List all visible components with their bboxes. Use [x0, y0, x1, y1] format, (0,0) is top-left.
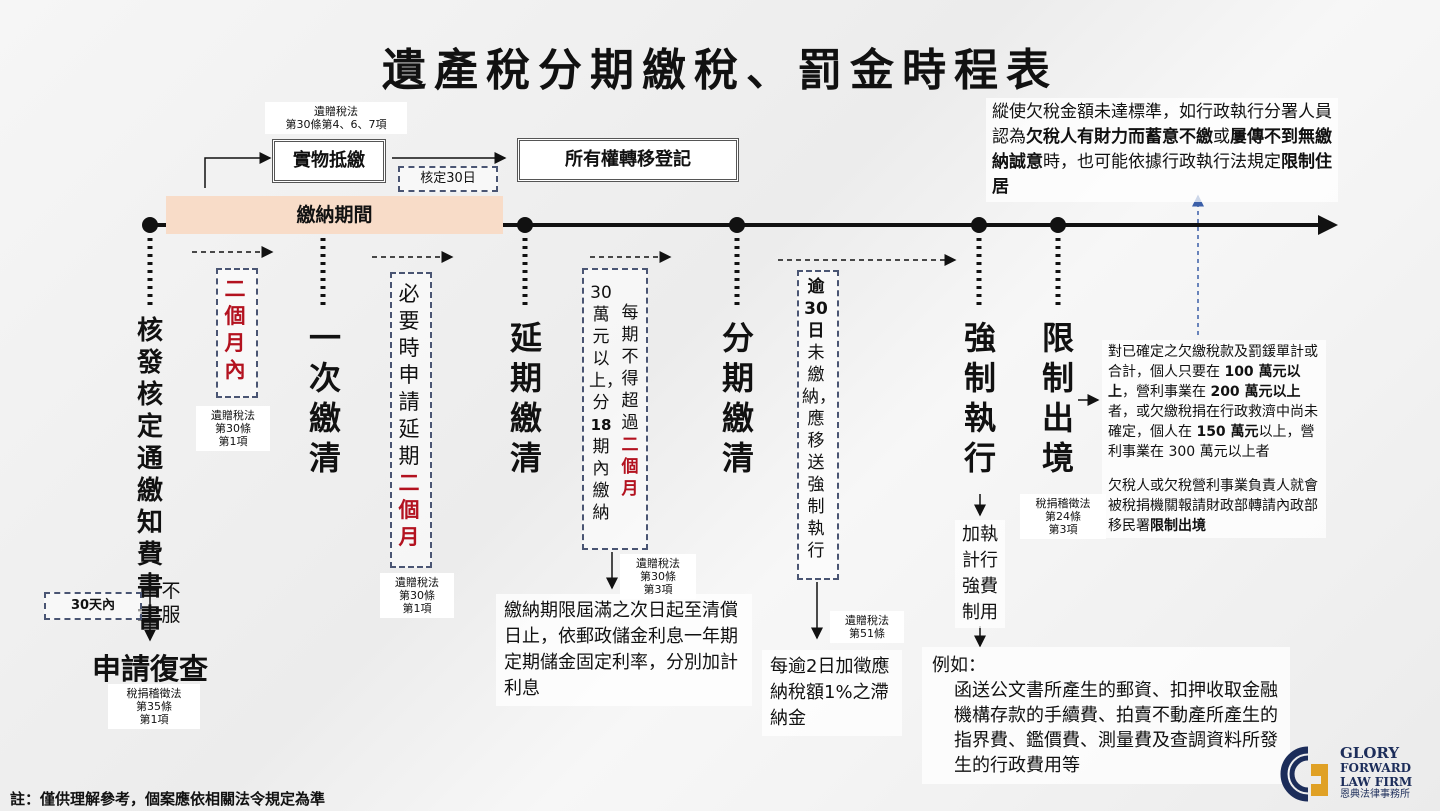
- notice-text: 核發核定通繳知費書書: [136, 316, 163, 634]
- travel-ban-label: 限制出境: [1041, 319, 1074, 477]
- ownership-transfer-box: 所有權轉移登記: [517, 138, 739, 182]
- travel-ban-note-p1: 對已確定之欠繳稅款及罰鍰單計或合計，個人只要在 100 萬元以上，營利事業在 2…: [1108, 344, 1318, 460]
- overdue-box: [797, 270, 839, 580]
- logo-mark-icon: [1280, 746, 1328, 802]
- apply-extension-box: [390, 272, 432, 568]
- firm-logo: GLORY FORWARD LAW FIRM 恩典法律事務所: [1278, 744, 1430, 804]
- overdue-law: 遺贈稅法 第51條: [830, 611, 904, 643]
- installment-rule-col1: 30萬元以上，分 18 期內繳納: [589, 283, 623, 523]
- residence-restriction-note: 縱使欠稅金額未達標準，如行政執行分署人員認為欠稅人有財力而蓄意不繳或屢傳不到無繳…: [986, 98, 1338, 202]
- payment-period-bar: 繳納期間: [166, 196, 503, 234]
- logo-text-3: LAW FIRM: [1340, 775, 1413, 789]
- appeal-law: 稅捐稽徵法 第35條 第1項: [108, 684, 200, 729]
- overdue-label: 逾30日 未繳納，應移送強制執行: [802, 277, 836, 561]
- interest-note: 繳納期限屆滿之次日起至清償日止，依郵政儲金利息一年期定期儲金固定利率，分別加計利…: [496, 594, 752, 706]
- logo-text-1: GLORY: [1340, 744, 1400, 762]
- in-kind-box: 實物抵繳: [272, 139, 386, 183]
- apply-extension-law: 遺贈稅法 第30條 第1項: [380, 573, 454, 618]
- in-kind-law: 遺贈稅法 第30條第4、6、7項: [265, 102, 407, 134]
- installment-rule-col2: 每期不得超過 二個月: [621, 303, 639, 499]
- enforcement-label: 強制執行: [963, 319, 996, 477]
- installment-rule-law: 遺贈稅法 第30條 第3項: [620, 554, 696, 599]
- notice-label: 核發核定通繳知費書書: [108, 315, 192, 635]
- dot-travel-ban: [1050, 217, 1066, 233]
- dot-notice: [142, 217, 158, 233]
- approve-30-days-box: 核定30日: [398, 166, 498, 192]
- within-two-months-law: 遺贈稅法 第30條 第1項: [196, 406, 270, 451]
- dot-deferred: [517, 217, 533, 233]
- timeline-arrowhead: [1318, 215, 1338, 235]
- in-kind-branch: [204, 152, 272, 188]
- dot-installment: [729, 217, 745, 233]
- late-fee-note: 每逾2日加徵應納稅額1%之滯納金: [762, 650, 902, 736]
- travel-ban-law: 稅捐稽徵法 第24條 第3項: [1020, 494, 1106, 539]
- within-two-months-label: 二個月內: [224, 277, 246, 382]
- one-time-payment-label: 一次繳清: [308, 319, 341, 477]
- travel-ban-note-p2: 欠稅人或欠稅營利事業負責人就會被稅捐機關報請財政部轉請內政部移民署限制出境: [1108, 478, 1318, 534]
- appeal-label: 申請復查: [91, 652, 208, 686]
- appeal-not-accept: 不服: [161, 580, 181, 626]
- dot-enforce: [971, 217, 987, 233]
- enforcement-fee-label: 加執計行強費制用: [955, 520, 1005, 628]
- deferred-payment-label: 延期繳清: [509, 319, 542, 477]
- logo-text-2: FORWARD: [1340, 761, 1412, 775]
- apply-extension-label: 必要時申請延期 二個月: [398, 282, 420, 549]
- footnote: 註：僅供理解參考，個案應依相關法令規定為準: [10, 790, 326, 808]
- page-title: 遺產稅分期繳稅、罰金時程表: [382, 45, 1058, 96]
- within-two-months-box: [216, 268, 258, 398]
- logo-text-cn: 恩典法律事務所: [1340, 789, 1410, 800]
- appeal-within-box: 30天內: [44, 592, 142, 620]
- installment-rule-box: [582, 268, 648, 550]
- travel-ban-note: 對已確定之欠繳稅款及罰鍰單計或合計，個人只要在 100 萬元以上，營利事業在 2…: [1102, 340, 1326, 538]
- example-note: 例如： 函送公文書所產生的郵資、扣押收取金融機構存款的手續費、拍賣不動產所產生的…: [922, 647, 1290, 784]
- installment-payment-label: 分期繳清: [721, 319, 754, 477]
